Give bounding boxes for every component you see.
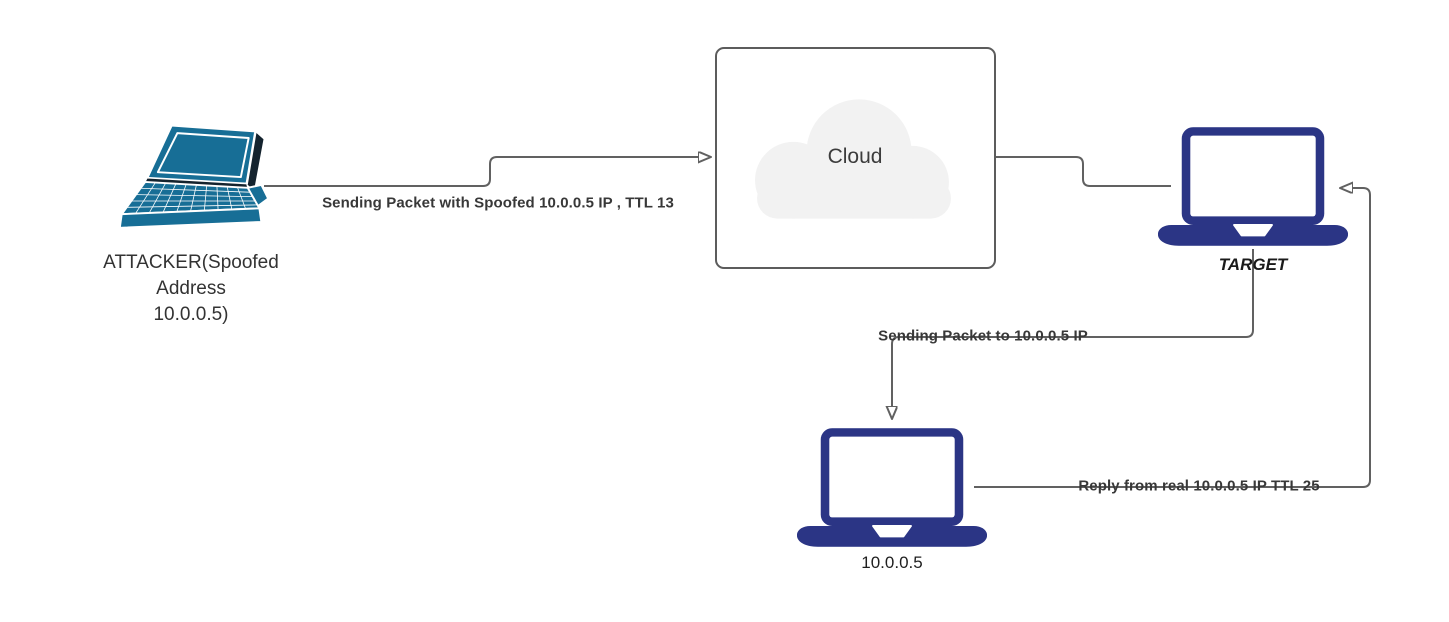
- edge-cloud-to-target: [996, 156, 1171, 187]
- cloud-icon: [755, 99, 951, 219]
- edge-target-to-real-host: [892, 249, 1254, 407]
- edge-real-host-to-target: [974, 188, 1371, 488]
- real-host-laptop-icon: [797, 428, 987, 547]
- real-host-label: 10.0.0.5: [861, 553, 923, 572]
- target-laptop-icon: [1158, 127, 1348, 246]
- edge-label-sending-packet: Sending Packet to 10.0.0.5 IP: [878, 327, 1088, 345]
- cloud-box: [715, 47, 996, 269]
- edge-label-reply: Reply from real 10.0.0.5 IP TTL 25: [1078, 477, 1320, 495]
- target-label: TARGET: [1218, 255, 1288, 274]
- cloud-label: Cloud: [827, 145, 883, 168]
- edge-label-spoofed-packet: Sending Packet with Spoofed 10.0.0.5 IP …: [322, 194, 674, 212]
- attacker-label: ATTACKER(Spoofed Address 10.0.0.5): [103, 252, 279, 325]
- edge-attacker-to-cloud: [264, 157, 699, 187]
- attacker-laptop-icon: [118, 124, 270, 229]
